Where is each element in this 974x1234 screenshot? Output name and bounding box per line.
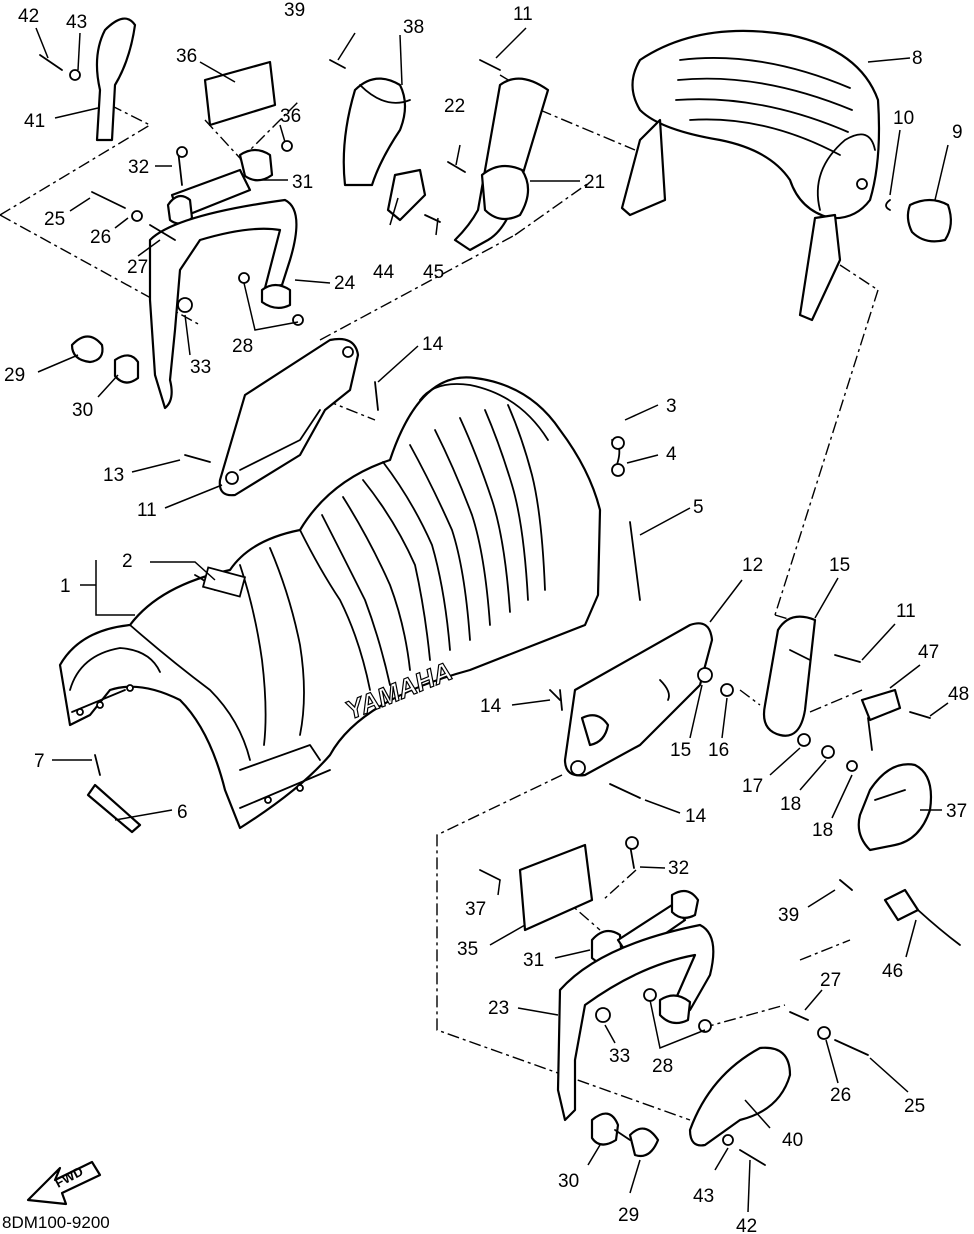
callout-13: 11 [137,500,157,521]
callout-25: 25 [44,209,65,230]
callout-10: 10 [893,108,914,129]
callout-34: 35 [457,939,478,960]
callout-31b: 31 [523,950,544,971]
lower-handle-assembly [479,836,869,1166]
callout-36b: 37 [465,899,486,920]
callout-38: 38 [403,17,424,38]
callout-14b: 14 [685,806,707,827]
callout-26b: 26 [830,1085,851,1106]
callout-28b: 28 [652,1056,673,1077]
callout-45: 45 [423,262,444,283]
callout-11b: 11 [896,601,916,622]
reference-code: 8DM100-9200 [2,1213,110,1232]
callout-15: 14 [422,334,444,355]
callout-18a: 16 [708,740,729,761]
callout-17: 15 [670,740,691,761]
callout-14: 13 [103,465,124,486]
callout-labels: 42 43 41 39 38 36 36 32 31 25 26 27 24 2… [4,0,969,1234]
callout-37: 37 [946,801,967,822]
callout-32: 32 [128,157,149,178]
callout-16: 15 [829,555,850,576]
callout-30b: 30 [558,1171,579,1192]
callout-42b: 42 [736,1216,757,1234]
upper-center-hardware [329,59,550,252]
callout-21: 21 [584,172,605,193]
backrest-assembly [620,29,952,322]
callout-18b: 17 [742,776,763,797]
callout-15b: 14 [480,696,502,717]
callout-39b: 39 [778,905,799,926]
callout-4: 4 [666,444,677,465]
left-side-plate [184,337,379,497]
callout-leader-lines [35,27,949,1213]
callout-40: 40 [782,1130,803,1151]
callout-12: 12 [742,555,763,576]
callout-22: 22 [444,96,465,117]
right-side-plate [86,436,961,946]
callout-9: 9 [952,122,963,143]
callout-2: 2 [122,551,133,572]
callout-1: 1 [60,576,71,597]
callout-47: 47 [918,642,939,663]
forward-direction-arrow: FWD [26,1160,102,1206]
callout-6: 6 [177,802,188,823]
callout-30: 30 [72,400,93,421]
callout-20: 18 [812,820,833,841]
callout-27: 27 [127,257,148,278]
callout-8: 8 [912,48,923,69]
callout-33b: 33 [609,1046,630,1067]
upper-left-hardware [39,17,304,410]
callout-46: 46 [882,961,903,982]
callout-23: 23 [488,998,509,1019]
callout-7: 7 [34,751,45,772]
callout-43b: 43 [693,1186,714,1207]
callout-3: 3 [666,396,677,417]
callout-19: 18 [780,794,801,815]
callout-35: 36 [176,46,197,67]
callout-24: 24 [334,273,356,294]
callout-31: 31 [292,172,313,193]
callout-28: 28 [232,336,253,357]
callout-36: 36 [280,106,301,127]
callout-25b: 25 [904,1096,925,1117]
callout-29: 29 [4,365,25,386]
callout-11: 11 [513,4,533,25]
callout-29b: 29 [618,1205,639,1226]
callout-43: 43 [66,12,87,33]
callout-33: 33 [190,357,211,378]
callout-32b: 32 [668,858,689,879]
callout-44: 44 [373,262,395,283]
callout-41: 41 [24,111,45,132]
callout-42: 42 [18,6,39,27]
callout-39: 39 [284,0,305,21]
callout-5: 5 [693,497,704,518]
callout-26: 26 [90,227,111,248]
callout-27b: 27 [820,970,841,991]
callout-48: 48 [948,684,969,705]
seat-assembly: YAMAHA [58,376,602,830]
